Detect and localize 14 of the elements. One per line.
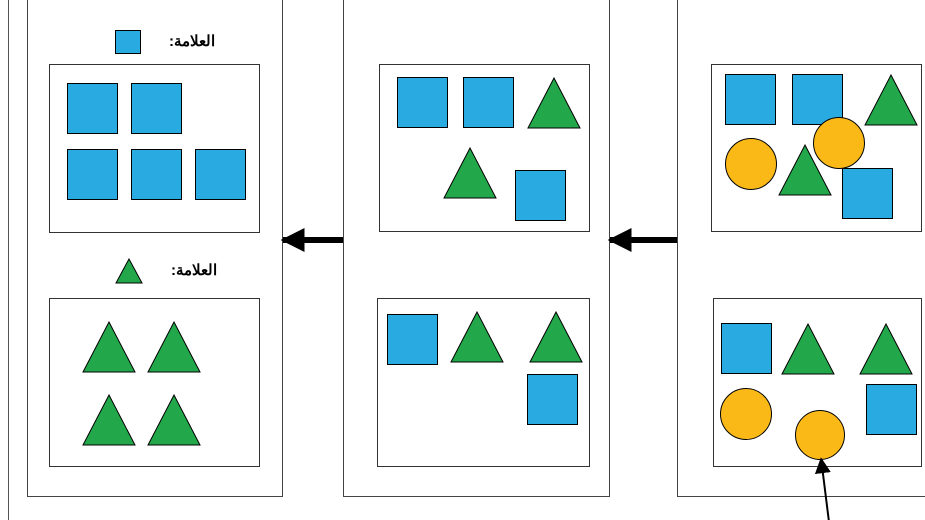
shape-box — [49, 298, 260, 467]
panel — [677, 0, 925, 497]
arrow — [814, 457, 831, 520]
shape-box — [49, 64, 260, 233]
shape-box — [713, 298, 922, 467]
arrow — [280, 228, 343, 252]
shape-box — [379, 64, 590, 232]
panel — [27, 0, 283, 497]
key-label: العلامة: — [171, 260, 217, 281]
shape-box — [711, 64, 922, 232]
key-label: العلامة: — [169, 32, 215, 52]
shape-box — [377, 298, 590, 467]
arrow — [608, 228, 677, 252]
panel — [343, 0, 610, 497]
